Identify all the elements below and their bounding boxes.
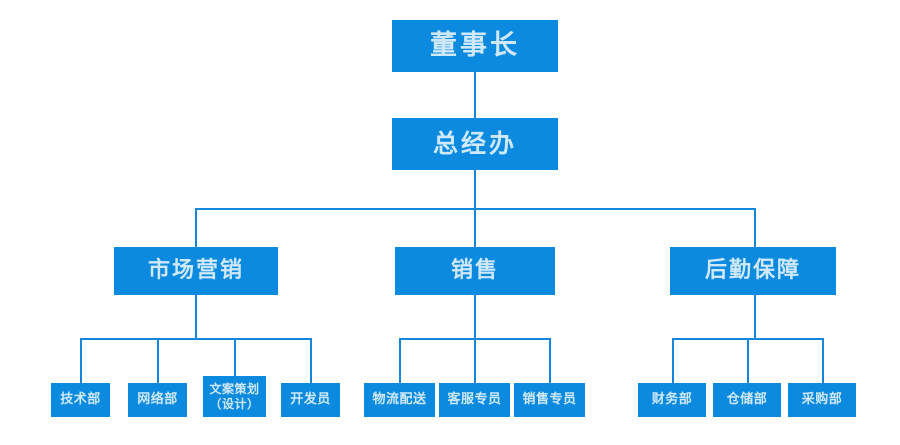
node-purchasing-dept[interactable]: 采购部 — [788, 383, 856, 417]
connector-sales-drop-1 — [399, 338, 401, 383]
node-chairman[interactable]: 董事长 — [392, 20, 558, 72]
node-copywriting-dept[interactable]: 文案策划 （设计） — [203, 376, 266, 417]
connector-gm-drop-support — [754, 208, 756, 247]
connector-chairman-to-gm — [474, 72, 476, 118]
node-warehouse-dept[interactable]: 仓储部 — [713, 383, 781, 417]
connector-sales-drop-3 — [549, 338, 551, 383]
connector-support-drop-2 — [747, 338, 749, 383]
node-network-dept[interactable]: 网络部 — [128, 383, 187, 417]
node-gm-office[interactable]: 总经办 — [392, 118, 558, 170]
connector-sales-trunk — [474, 295, 476, 339]
connector-support-drop-1 — [672, 338, 674, 383]
connector-gm-trunk — [474, 170, 476, 210]
node-marketing[interactable]: 市场营销 — [114, 247, 278, 295]
connector-gm-drop-marketing — [195, 208, 197, 247]
node-logistics-delivery[interactable]: 物流配送 — [364, 383, 435, 417]
connector-sales-drop-2 — [474, 338, 476, 383]
node-finance-dept[interactable]: 财务部 — [638, 383, 706, 417]
connector-support-drop-3 — [822, 338, 824, 383]
node-customer-service[interactable]: 客服专员 — [439, 383, 510, 417]
connector-gm-drop-sales — [474, 208, 476, 247]
connector-marketing-drop-2 — [157, 338, 159, 383]
node-tech-dept[interactable]: 技术部 — [51, 383, 110, 417]
connector-marketing-drop-3 — [234, 338, 236, 383]
connector-marketing-drop-1 — [80, 338, 82, 383]
node-sales[interactable]: 销售 — [395, 247, 555, 295]
node-developer[interactable]: 开发员 — [281, 383, 340, 417]
node-logistics-support[interactable]: 后勤保障 — [670, 247, 836, 295]
connector-marketing-drop-4 — [310, 338, 312, 383]
connector-support-trunk — [754, 295, 756, 339]
connector-marketing-trunk — [195, 295, 197, 339]
connector-marketing-bus — [80, 338, 311, 340]
node-sales-specialist[interactable]: 销售专员 — [514, 383, 585, 417]
